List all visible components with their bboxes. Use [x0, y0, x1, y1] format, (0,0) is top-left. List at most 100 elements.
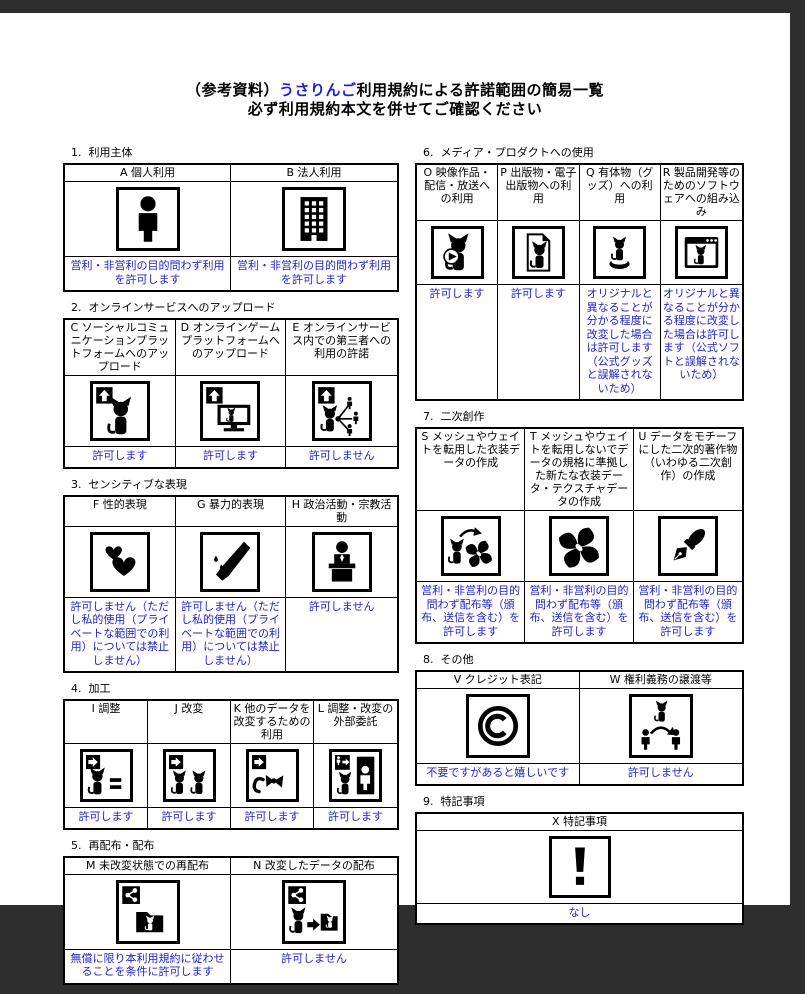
podium-speech-icon: [311, 531, 372, 592]
cell-label: U データをモチーフにした二次的著作物（いわゆる二次創作）の作成: [633, 429, 742, 511]
document-page: （参考資料）うさりんご利用規約による許諾範囲の簡易一覧 必ず利用規約本文を併せて…: [0, 13, 790, 985]
cell-icon: [65, 744, 148, 808]
title-prefix: （参考資料）: [185, 81, 279, 99]
cell-icon: [286, 376, 397, 447]
section-number: 3.: [71, 477, 82, 491]
section-heading-text: 特記事項: [440, 794, 485, 808]
person-icon: [115, 187, 180, 251]
section-heading: 4.加工: [71, 682, 399, 696]
cell-label: A 個人利用: [65, 165, 231, 182]
cell-result: オリジナルと異なることが分かる程度に改変した場合は許可します（公式ソフトと誤解さ…: [662, 287, 740, 381]
cell-icon: [417, 689, 580, 764]
cell-icon: [417, 511, 526, 582]
section-heading: 6.メディア・プロダクトへの使用: [423, 146, 744, 160]
fountain-pen-icon: [657, 516, 718, 576]
section-heading-text: 再配布・配布: [88, 838, 155, 852]
cell-icon: [65, 874, 231, 950]
section-heading: 8.その他: [423, 653, 744, 667]
cell-result: 営利・非営利の目的問わず配布等（頒布、送信を含む）を許可します: [525, 582, 634, 642]
cell-result: 許可します: [231, 808, 314, 828]
section-heading: 7. 二次創作: [423, 410, 744, 424]
share-folder-cat-icon: [115, 879, 180, 944]
section-2: 2. オンラインサービスへのアップロード C ソーシャルコミュニケーションプラットフ…: [63, 301, 399, 469]
cell-label: X 特記事項: [417, 814, 742, 831]
software-window-cat-icon: [674, 226, 728, 279]
section-heading-text: 利用主体: [88, 146, 133, 159]
cell-label: H 政治活動・宗教活動: [286, 497, 397, 527]
section-heading: 9.特記事項: [423, 795, 744, 809]
cell-result: 許可しません: [308, 449, 375, 462]
page-subtitle: 必ず利用規約本文を併せてご確認ください: [247, 100, 543, 118]
cell-label: C ソーシャルコミュニケーションプラットフォームへのアップロード: [65, 320, 176, 376]
cell-label: N 改変したデータの配布: [231, 858, 397, 875]
figurine-cat-icon: [593, 226, 647, 279]
title-brand: うさりんご: [278, 81, 357, 99]
section-number: 2.: [71, 301, 82, 314]
section-heading-text: 二次創作: [440, 410, 485, 423]
section-heading-text: センシティブな表現: [88, 477, 187, 491]
share-modified-folder-icon: [282, 879, 346, 944]
upload-game-cat-icon: [200, 381, 261, 441]
cell-result: 許可しません: [627, 766, 694, 779]
section-number: 1.: [71, 146, 82, 159]
cell-label: S メッシュやウェイトを転用した衣装データの作成: [417, 429, 526, 511]
cell-label: K 他のデータを改変するための利用: [231, 701, 314, 744]
cell-icon: [148, 744, 231, 808]
cell-result: なし: [568, 905, 591, 919]
cell-label: P 出版物・電子出版物への利用: [498, 165, 580, 221]
section-heading: 1. 利用主体: [71, 146, 399, 160]
cell-result: 不要ですがあると嬉しいです: [417, 764, 580, 784]
cell-label: Q 有体物（グッズ）への利用: [579, 165, 661, 221]
video-play-cat-icon: [430, 226, 484, 279]
cell-result: 許可します: [65, 808, 148, 828]
title-suffix: 利用規約による許諾範囲の簡易一覧: [356, 81, 605, 99]
section-heading-text: 加工: [88, 682, 111, 695]
section-number: 6.: [423, 146, 434, 159]
cell-icon: [498, 221, 580, 285]
cell-icon: [65, 182, 231, 257]
cell-label: R 製品開発等のためのソフトウェアへの組み込み: [660, 165, 742, 221]
title-line1: （参考資料）うさりんご利用規約による許諾範囲の簡易一覧: [0, 81, 790, 100]
section-number: 7.: [423, 410, 434, 423]
permission-table: X 特記事項なし: [415, 811, 744, 925]
cell-label: O 映像作品・配信・放送への利用: [417, 165, 499, 221]
cell-result: 許可しません: [308, 599, 375, 613]
section-heading-text: オンラインサービスへのアップロード: [88, 301, 276, 314]
cell-label: F 性的表現: [65, 496, 176, 527]
cell-icon: [633, 511, 742, 582]
cell-icon: [65, 376, 176, 447]
cell-label: I 調整: [65, 701, 148, 744]
cell-icon: [417, 221, 499, 285]
cell-result: オリジナルと異なることが分かる程度に改変した場合は許可します（公式グッズと誤解さ…: [580, 285, 661, 399]
upload-cat-icon: [89, 381, 150, 441]
building-icon: [282, 187, 346, 251]
cell-label: E オンラインサービス内での第三者への利用の許諾: [286, 320, 397, 376]
copyright-icon: [465, 694, 530, 758]
cell-label: J 改変: [148, 701, 231, 744]
cell-icon: [579, 221, 661, 285]
section-9: 9.特記事項 X 特記事項なし: [415, 795, 744, 925]
cell-result: 許可します: [498, 285, 580, 399]
cell-icon: [231, 182, 397, 257]
cell-result: 許可します: [176, 447, 287, 467]
document-cat-icon: [511, 226, 565, 279]
cell-result: 無償に限り本利用規約に従わせることを条件に許可します: [65, 949, 231, 983]
modify-other-data-icon: [245, 749, 299, 802]
cell-label: M 未改変状態での再配布: [65, 857, 231, 875]
cell-icon: [417, 831, 742, 904]
page-title: （参考資料）うさりんご利用規約による許諾範囲の簡易一覧 必ず利用規約本文を併せて…: [0, 81, 790, 119]
section-heading-text: その他: [440, 653, 474, 666]
modify-two-cats-icon: [162, 749, 216, 802]
cell-label: L 調整・改変の外部委託: [314, 701, 397, 744]
outsource-cat-person-icon: [329, 749, 382, 802]
cell-result: 許可します: [328, 810, 383, 823]
